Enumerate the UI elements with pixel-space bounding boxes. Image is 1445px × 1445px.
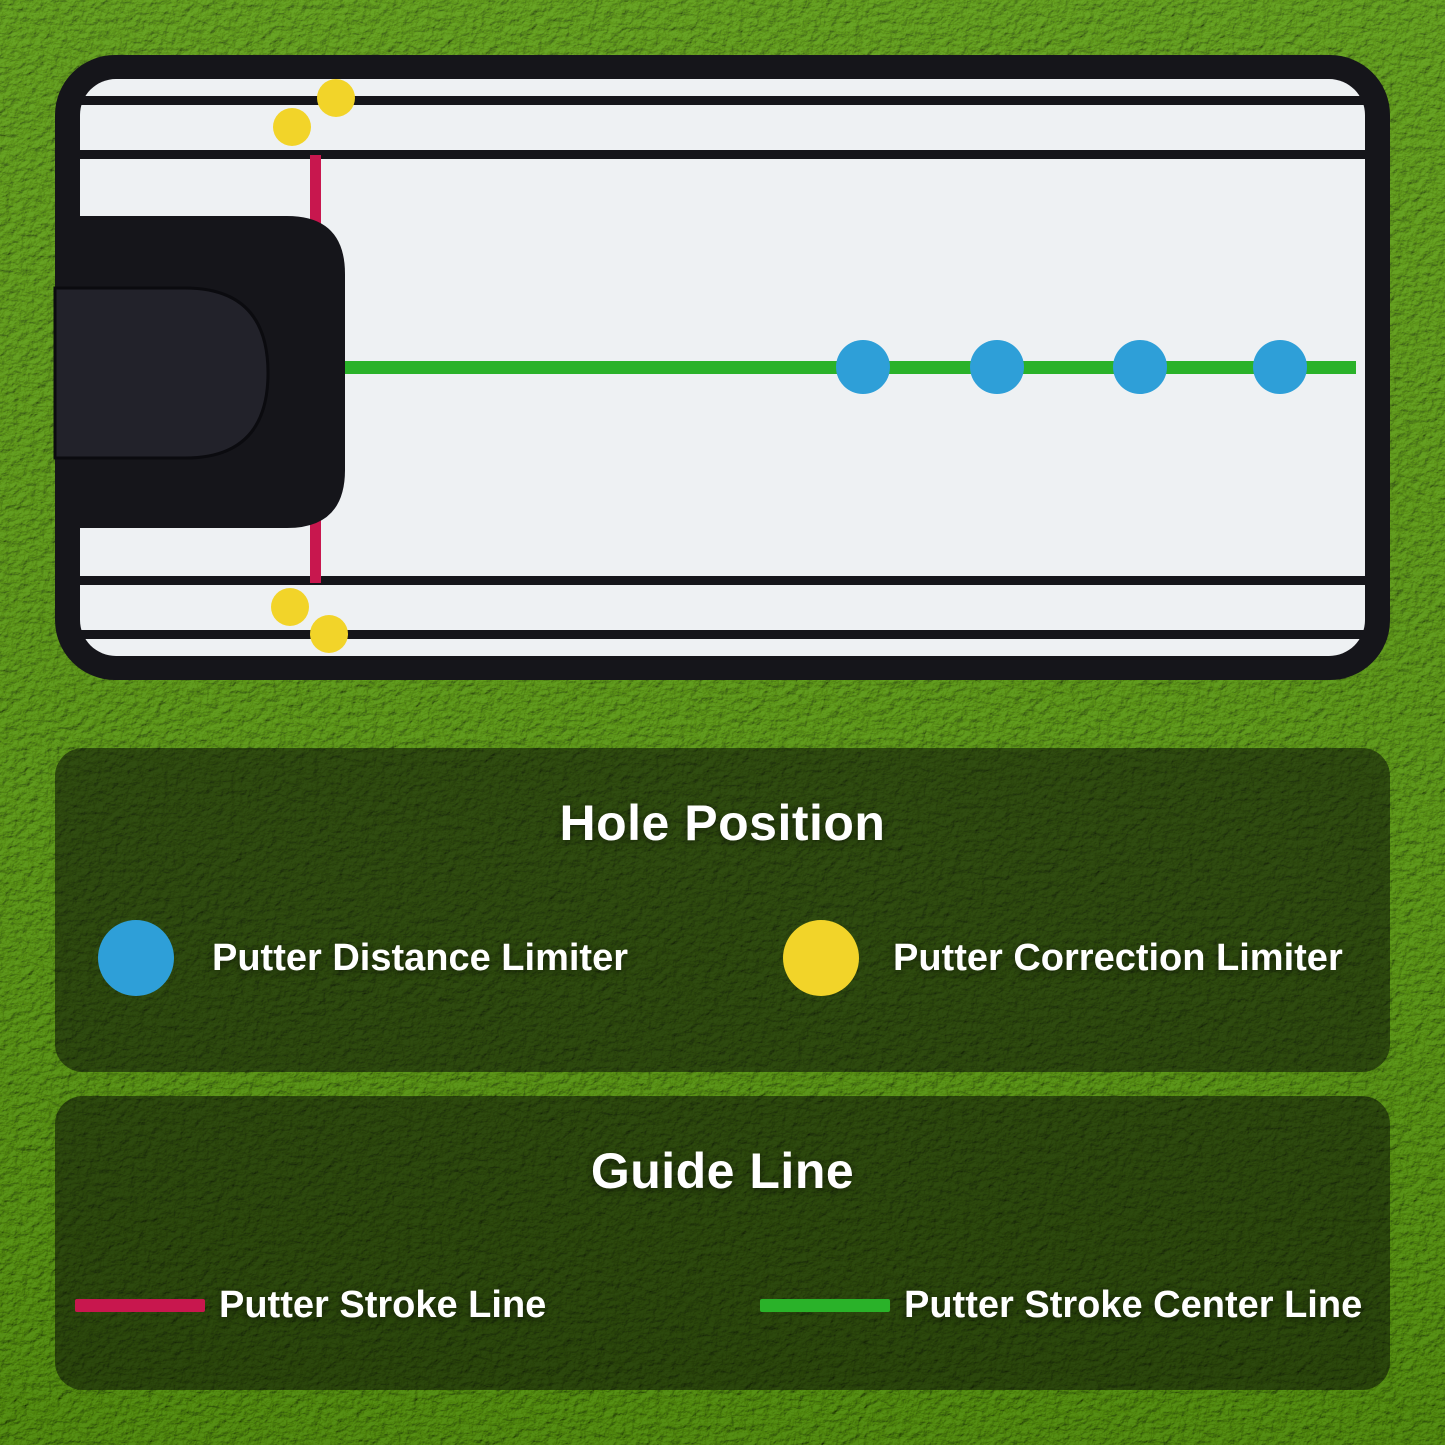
hole-position-legend-panel: Hole Position Putter Distance Limiter Pu… <box>55 748 1390 1072</box>
correction-dot <box>310 615 348 653</box>
top-alignment-line-inner <box>80 150 1365 159</box>
legend-item-stroke-line: Putter Stroke Line <box>75 1282 546 1328</box>
correction-dot <box>317 79 355 117</box>
distance-limiter-label: Putter Distance Limiter <box>212 936 628 979</box>
distance-dot <box>836 340 890 394</box>
putting-mirror-diagram <box>53 55 1390 680</box>
bottom-alignment-line-outer <box>80 630 1365 639</box>
guide-line-title: Guide Line <box>590 1143 855 1199</box>
correction-dot <box>271 588 309 626</box>
correction-dot <box>273 108 311 146</box>
yellow-dot-swatch <box>783 920 859 996</box>
green-line-swatch <box>760 1298 890 1312</box>
bottom-alignment-line-inner <box>80 576 1365 585</box>
stroke-center-line-label: Putter Stroke Center Line <box>904 1283 1363 1326</box>
distance-dot <box>970 340 1024 394</box>
hole-position-title: Hole Position <box>559 795 886 851</box>
red-line-swatch <box>75 1298 205 1312</box>
distance-dot <box>1253 340 1307 394</box>
legend-item-stroke-center-line: Putter Stroke Center Line <box>760 1282 1362 1328</box>
correction-limiter-label: Putter Correction Limiter <box>893 936 1343 979</box>
legend-item-distance-limiter: Putter Distance Limiter <box>98 920 628 996</box>
stroke-line-label: Putter Stroke Line <box>219 1283 547 1326</box>
top-alignment-line-outer <box>80 96 1365 105</box>
distance-dot <box>1113 340 1167 394</box>
hole-notch <box>53 286 270 460</box>
blue-dot-swatch <box>98 920 174 996</box>
legend-item-correction-limiter: Putter Correction Limiter <box>783 920 1343 996</box>
guide-line-legend-panel: Guide Line Putter Stroke Line Putter Str… <box>55 1096 1390 1390</box>
